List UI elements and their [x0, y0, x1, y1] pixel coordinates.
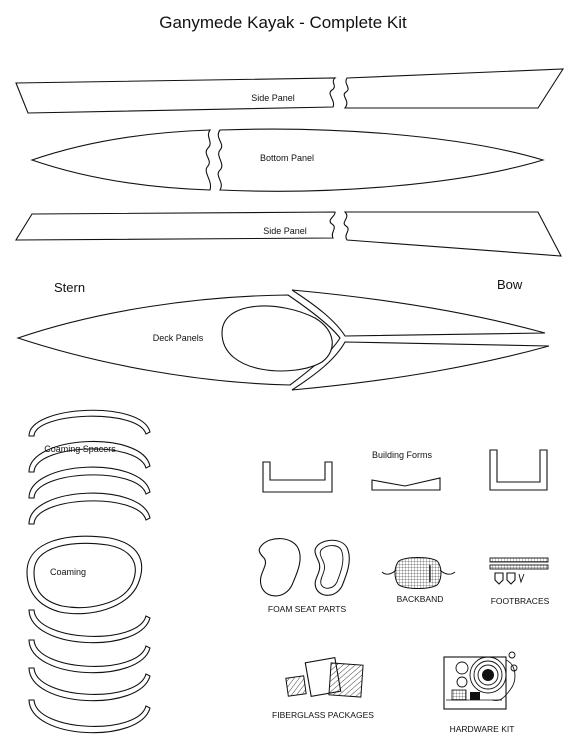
side-panel-top-label: Side Panel	[251, 93, 295, 103]
building-forms-label: Building Forms	[372, 450, 433, 460]
coaming-spacers-lower	[28, 609, 151, 734]
backband	[381, 557, 456, 589]
bottom-panel	[30, 128, 545, 192]
coaming	[26, 535, 143, 615]
side-panel-bottom-label: Side Panel	[263, 226, 307, 236]
coaming-spacers	[28, 409, 151, 525]
bottom-panel-label: Bottom Panel	[260, 153, 314, 163]
deck-panels	[16, 289, 550, 391]
coaming-label: Coaming	[50, 567, 86, 577]
side-panel-top	[15, 68, 565, 114]
fiberglass-packages	[285, 657, 364, 698]
fiberglass-packages-label: FIBERGLASS PACKAGES	[272, 710, 374, 720]
footbraces-label: FOOTBRACES	[491, 596, 550, 606]
coaming-spacers-label: Coaming Spacers	[44, 444, 116, 454]
foam-seat-parts	[258, 538, 350, 597]
bow-label: Bow	[497, 277, 523, 292]
building-forms	[262, 449, 548, 493]
backband-label: BACKBAND	[397, 594, 444, 604]
stern-label: Stern	[54, 280, 85, 295]
hardware-kit-label: HARDWARE KIT	[450, 724, 515, 734]
deck-panels-label: Deck Panels	[153, 333, 204, 343]
hardware-kit	[443, 651, 518, 710]
side-panel-bottom	[15, 211, 562, 257]
foam-seat-parts-label: FOAM SEAT PARTS	[268, 604, 347, 614]
diagram-title: Ganymede Kayak - Complete Kit	[159, 13, 407, 32]
footbraces	[489, 557, 549, 585]
